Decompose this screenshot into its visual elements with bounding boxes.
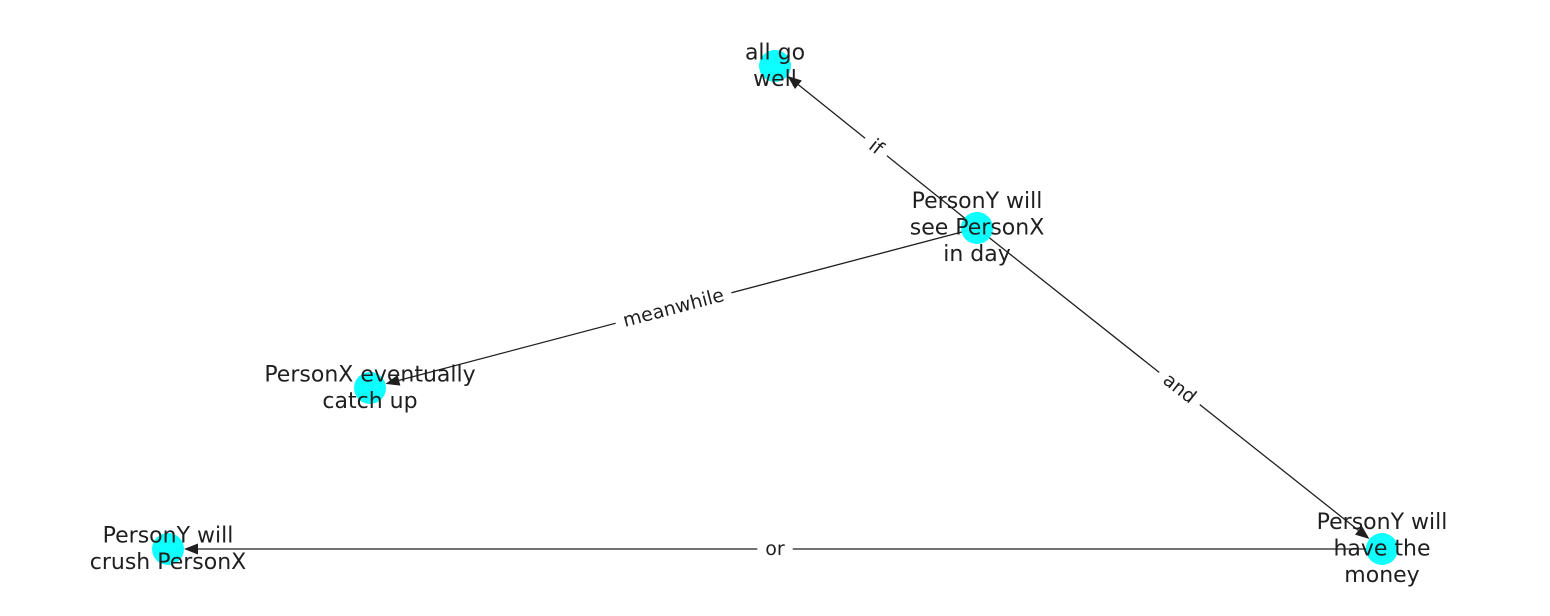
node-persony_crush [152, 533, 184, 565]
node-label-line: crush PersonX [90, 550, 246, 575]
arrow-head [385, 375, 401, 386]
node-label-line: PersonY will [912, 189, 1043, 214]
edge-label-group: and [1151, 363, 1208, 414]
arrow-head [787, 76, 802, 90]
node-label-line: catch up [322, 389, 417, 414]
edge-label-background [757, 537, 793, 561]
edge-label-group: meanwhile [612, 281, 735, 335]
node-label-line: all go [745, 40, 805, 65]
node-label-line: PersonY will [1317, 510, 1448, 535]
edge-label-background [857, 128, 895, 166]
edge-or: or [184, 537, 1382, 561]
arrow-head [1355, 526, 1370, 540]
edge-label: meanwhile [621, 284, 727, 332]
nodes-layer [152, 50, 1398, 565]
node-label-line: PersonY will [103, 523, 234, 548]
edge-label: or [765, 538, 785, 560]
node-label-line: in day [943, 242, 1011, 267]
node-label-line: PersonX eventually [264, 362, 475, 387]
node-label-line: have the [1333, 537, 1430, 562]
node-label-line: well [753, 67, 797, 92]
arrow-head [184, 543, 198, 555]
edge-and: and [976, 227, 1370, 540]
edge-line [797, 84, 978, 229]
node-all_go_well [759, 50, 791, 82]
edge-if: if [787, 76, 978, 229]
edge-label-group: if [857, 128, 895, 166]
node-personx_catch [354, 372, 386, 404]
node-persony_see [961, 212, 993, 244]
node-label-line: money [1344, 563, 1419, 588]
node-persony_money [1366, 533, 1398, 565]
node-label-line: see PersonX [910, 216, 1045, 241]
edge-label-group: or [757, 537, 793, 561]
edges-layer: if meanwhile and or [184, 76, 1382, 561]
edge-label-background [612, 281, 735, 335]
edge-label-background [1151, 363, 1208, 414]
